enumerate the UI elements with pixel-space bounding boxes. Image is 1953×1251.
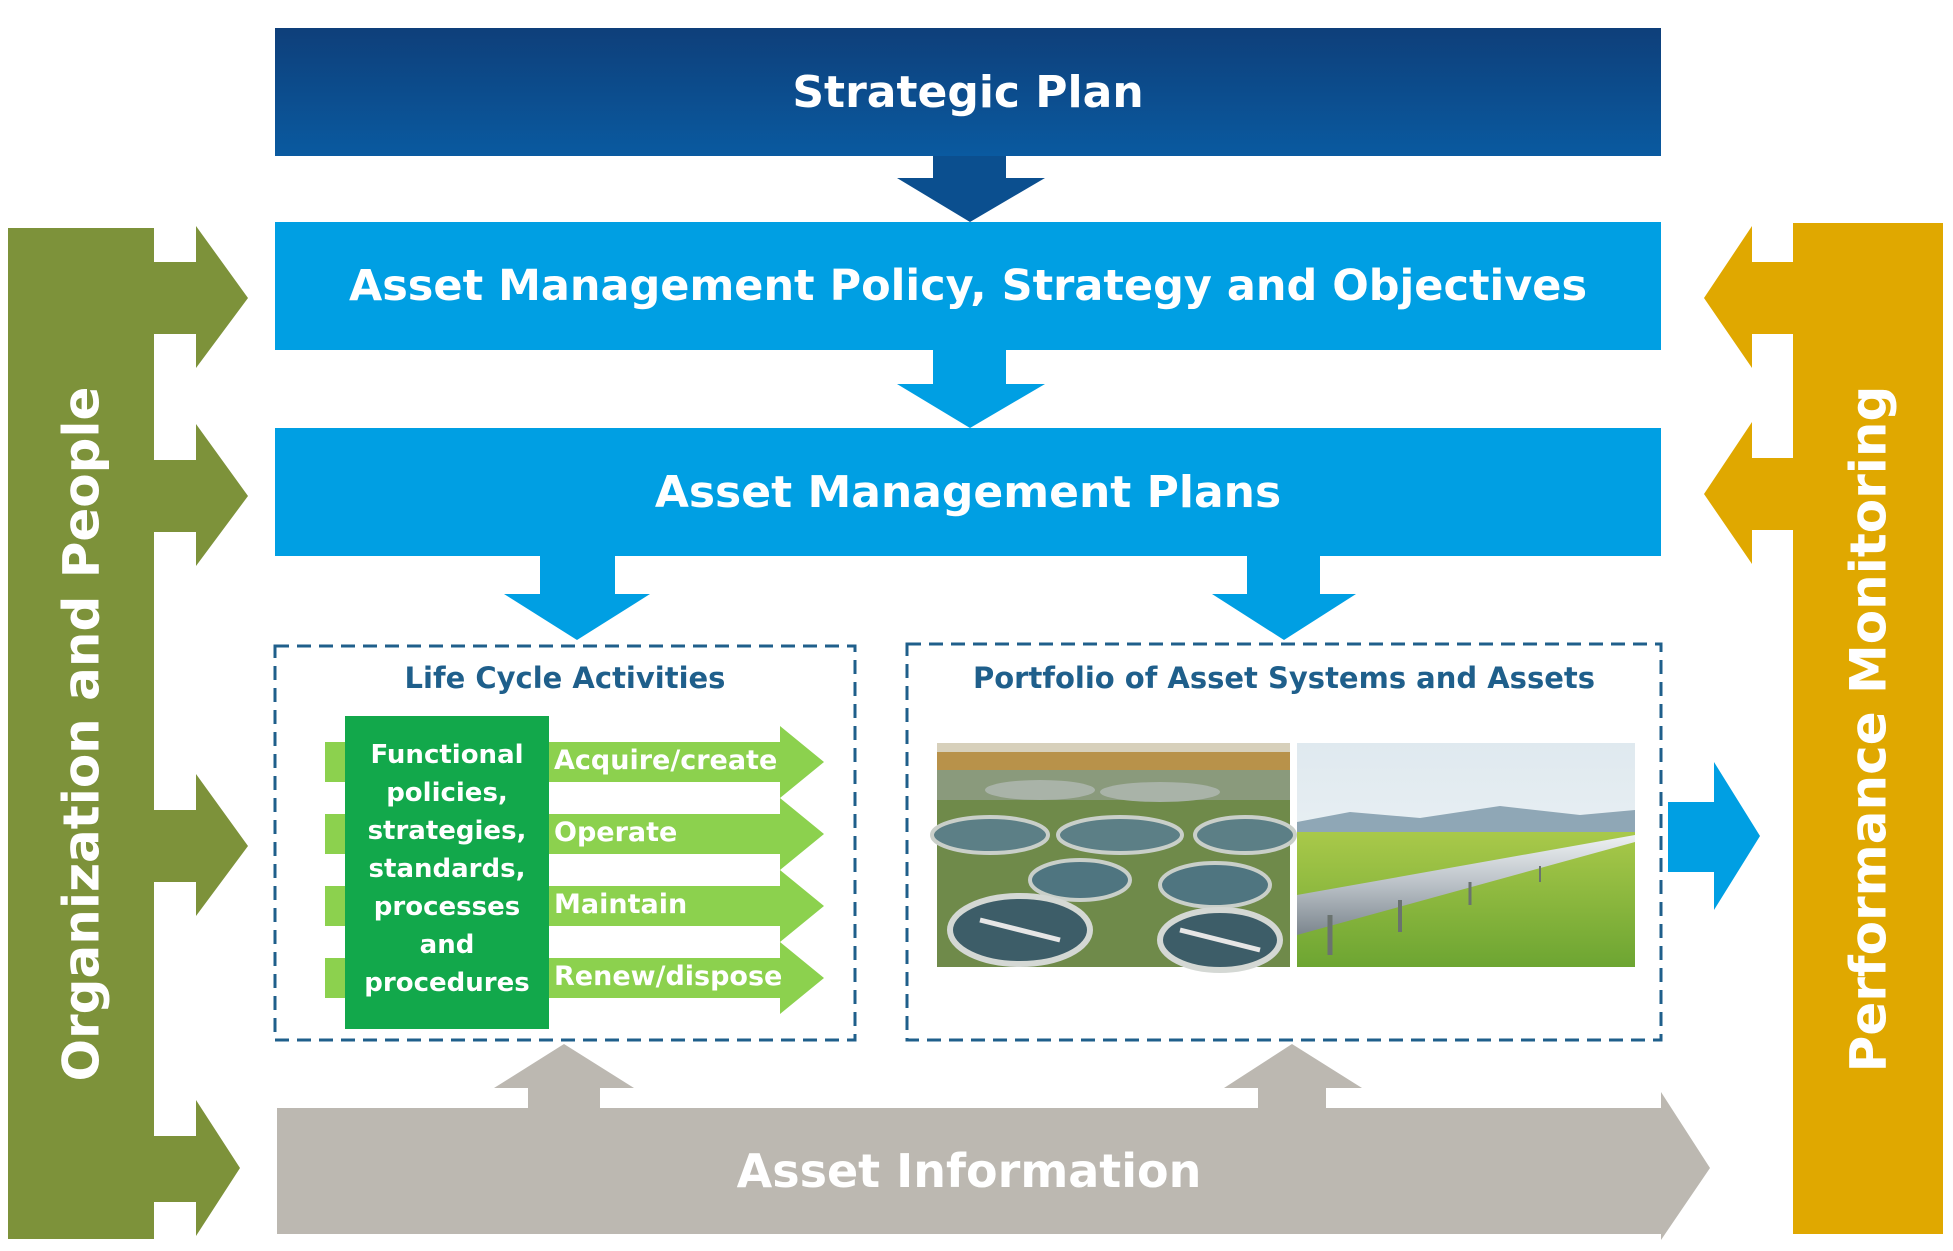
activity-operate: Operate <box>554 817 678 848</box>
down-arrow-portfolio <box>1212 556 1356 640</box>
activity-maintain: Maintain <box>554 889 688 920</box>
functional-line: strategies, <box>367 816 527 846</box>
functional-line: policies, <box>386 778 508 808</box>
down-arrow-policy <box>897 350 1045 428</box>
organization-and-people-label: Organization and People <box>52 386 111 1081</box>
performance-monitoring-arrow <box>1704 223 1943 1234</box>
performance-monitoring-text-wrap: Performance Monitoring <box>1793 223 1943 1234</box>
pipeline-in-field-photo <box>1297 743 1635 967</box>
functional-line: and <box>419 930 475 960</box>
organization-and-people-text-wrap: Organization and People <box>8 228 154 1239</box>
activity-renew-dispose: Renew/dispose <box>554 961 783 992</box>
functional-line: standards, <box>368 854 526 884</box>
asset-information-arrow <box>277 1044 1710 1240</box>
asset-information-label: Asset Information <box>736 1144 1202 1198</box>
down-arrow-strategic <box>897 156 1045 222</box>
organization-and-people-arrow <box>8 226 248 1239</box>
right-arrow-to-performance <box>1668 762 1760 910</box>
strategic-plan-label: Strategic Plan <box>792 66 1144 118</box>
wastewater-treatment-plant-photo <box>930 743 1297 973</box>
down-arrow-life-cycle <box>504 556 650 640</box>
activity-acquire-create: Acquire/create <box>554 745 778 776</box>
plans-banner <box>275 428 1661 556</box>
functional-line: procedures <box>364 968 530 998</box>
functional-policies-box <box>345 716 549 1029</box>
performance-monitoring-label: Performance Monitoring <box>1839 385 1897 1072</box>
plans-label: Asset Management Plans <box>654 466 1282 518</box>
policy-label: Asset Management Policy, Strategy and Ob… <box>348 261 1588 311</box>
strategic-plan-banner <box>275 28 1661 156</box>
policy-banner <box>275 222 1661 350</box>
portfolio-title: Portfolio of Asset Systems and Assets <box>973 661 1595 695</box>
life-cycle-title: Life Cycle Activities <box>404 661 726 695</box>
functional-line: processes <box>373 892 521 922</box>
functional-policies-text: Functional policies, strategies, standar… <box>345 736 549 1002</box>
functional-line: Functional <box>370 740 524 770</box>
